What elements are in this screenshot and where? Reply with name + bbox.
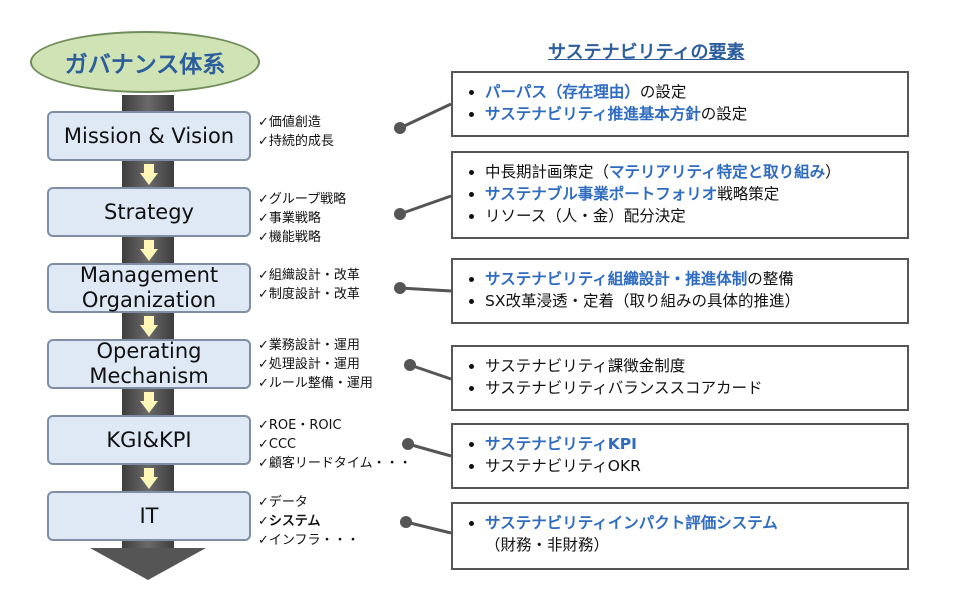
- connector-line: [399, 286, 452, 293]
- element-item: サステナビリティインパクト評価システム: [485, 512, 897, 534]
- check-item: ✓業務設計・運用: [258, 338, 360, 353]
- stage-strategy: Strategy: [47, 187, 251, 237]
- connector-line: [399, 194, 452, 216]
- check-item: ✓組織設計・改革: [258, 268, 360, 283]
- step-arrow-icon: [140, 325, 158, 337]
- checklist-kgi-kpi: ✓ROE・ROIC ✓CCC ✓顧客リードタイム・・・: [258, 416, 412, 473]
- stage-label: Strategy: [104, 199, 194, 224]
- checklist-operating-mechanism: ✓業務設計・運用 ✓処理設計・運用 ✓ルール整備・運用: [258, 336, 373, 393]
- step-arrow-stem: [144, 240, 154, 249]
- step-arrow-icon: [140, 173, 158, 185]
- element-item: 中長期計画策定（マテリアリティ特定と取り組み）: [485, 161, 897, 183]
- element-item: リソース（人・金）配分決定: [485, 205, 897, 227]
- check-item: ✓事業戦略: [258, 211, 321, 226]
- element-item: パーパス（存在理由）の設定: [485, 81, 897, 103]
- step-arrow-icon: [140, 249, 158, 261]
- connector-line: [407, 442, 452, 458]
- connector-dot: [394, 122, 406, 134]
- stage-management-organization: Management Organization: [47, 263, 251, 313]
- connector-dot: [402, 438, 414, 450]
- stage-label: IT: [139, 503, 159, 528]
- element-item: サステナビリティKPI: [485, 433, 897, 455]
- stage-it: IT: [47, 491, 251, 541]
- connector-line: [409, 363, 452, 381]
- connector-line: [405, 520, 452, 535]
- stage-operating-mechanism: Operating Mechanism: [47, 339, 251, 389]
- stage-label: Operating Mechanism: [89, 339, 209, 388]
- stage-label: Management Organization: [79, 263, 219, 312]
- check-item: ✓ROE・ROIC: [258, 418, 342, 433]
- element-item: サステナビリティ組織設計・推進体制の整備: [485, 268, 897, 290]
- sustainability-header: サステナビリティの要素: [548, 42, 745, 63]
- check-item: ✓CCC: [258, 437, 297, 452]
- stage-label: Mission & Vision: [63, 123, 235, 148]
- check-item: ✓処理設計・運用: [258, 357, 360, 372]
- element-box-purpose: パーパス（存在理由）の設定 サステナビリティ推進基本方針の設定: [451, 71, 909, 137]
- element-box-kpi: サステナビリティKPI サステナビリティOKR: [451, 423, 909, 489]
- element-item: サステナブル事業ポートフォリオ戦略策定: [485, 183, 897, 205]
- element-item: サステナビリティ推進基本方針の設定: [485, 103, 897, 125]
- check-item: ✓持続的成長: [258, 134, 334, 149]
- check-item: ✓システム: [258, 514, 321, 529]
- step-arrow-icon: [140, 477, 158, 489]
- governance-ellipse: ガバナンス体系: [30, 31, 260, 93]
- element-box-strategy: 中長期計画策定（マテリアリティ特定と取り組み） サステナブル事業ポートフォリオ戦…: [451, 151, 909, 239]
- connector-line: [399, 102, 452, 130]
- step-arrow-stem: [144, 468, 154, 477]
- checklist-it: ✓データ ✓システム ✓インフラ・・・: [258, 493, 360, 550]
- element-box-impact: サステナビリティインパクト評価システム （財務・非財務）: [451, 502, 909, 570]
- element-item: サステナビリティ課徴金制度: [485, 355, 897, 377]
- element-box-mechanism: サステナビリティ課徴金制度 サステナビリティバランススコアカード: [451, 345, 909, 411]
- connector-dot: [394, 282, 406, 294]
- element-subnote: （財務・非財務）: [485, 536, 610, 554]
- step-arrow-icon: [140, 401, 158, 413]
- check-item: ✓機能戦略: [258, 230, 321, 245]
- check-item: ✓ルール整備・運用: [258, 376, 373, 391]
- connector-dot: [404, 359, 416, 371]
- element-item: SX改革浸透・定着（取り組みの具体的推進）: [485, 290, 897, 312]
- governance-label: ガバナンス体系: [64, 52, 226, 78]
- checklist-mission-vision: ✓価値創造 ✓持続的成長: [258, 113, 334, 151]
- check-item: ✓制度設計・改革: [258, 287, 360, 302]
- stage-mission-vision: Mission & Vision: [47, 111, 251, 161]
- check-item: ✓価値創造: [258, 115, 321, 130]
- check-item: ✓顧客リードタイム・・・: [258, 456, 412, 471]
- connector-dot: [394, 208, 406, 220]
- step-arrow-stem: [144, 392, 154, 401]
- step-arrow-stem: [144, 164, 154, 173]
- flow-arrowhead: [90, 548, 206, 580]
- element-item: サステナビリティバランススコアカード: [485, 377, 897, 399]
- stage-label: KGI&KPI: [106, 427, 192, 452]
- check-item: ✓インフラ・・・: [258, 533, 360, 548]
- connector-dot: [400, 516, 412, 528]
- check-item: ✓データ: [258, 495, 308, 510]
- stage-kgi-kpi: KGI&KPI: [47, 415, 251, 465]
- step-arrow-stem: [144, 316, 154, 325]
- check-item: ✓グループ戦略: [258, 192, 347, 207]
- element-item: サステナビリティOKR: [485, 455, 897, 477]
- element-box-organization: サステナビリティ組織設計・推進体制の整備 SX改革浸透・定着（取り組みの具体的推…: [451, 258, 909, 324]
- checklist-management-organization: ✓組織設計・改革 ✓制度設計・改革: [258, 266, 360, 304]
- checklist-strategy: ✓グループ戦略 ✓事業戦略 ✓機能戦略: [258, 190, 346, 247]
